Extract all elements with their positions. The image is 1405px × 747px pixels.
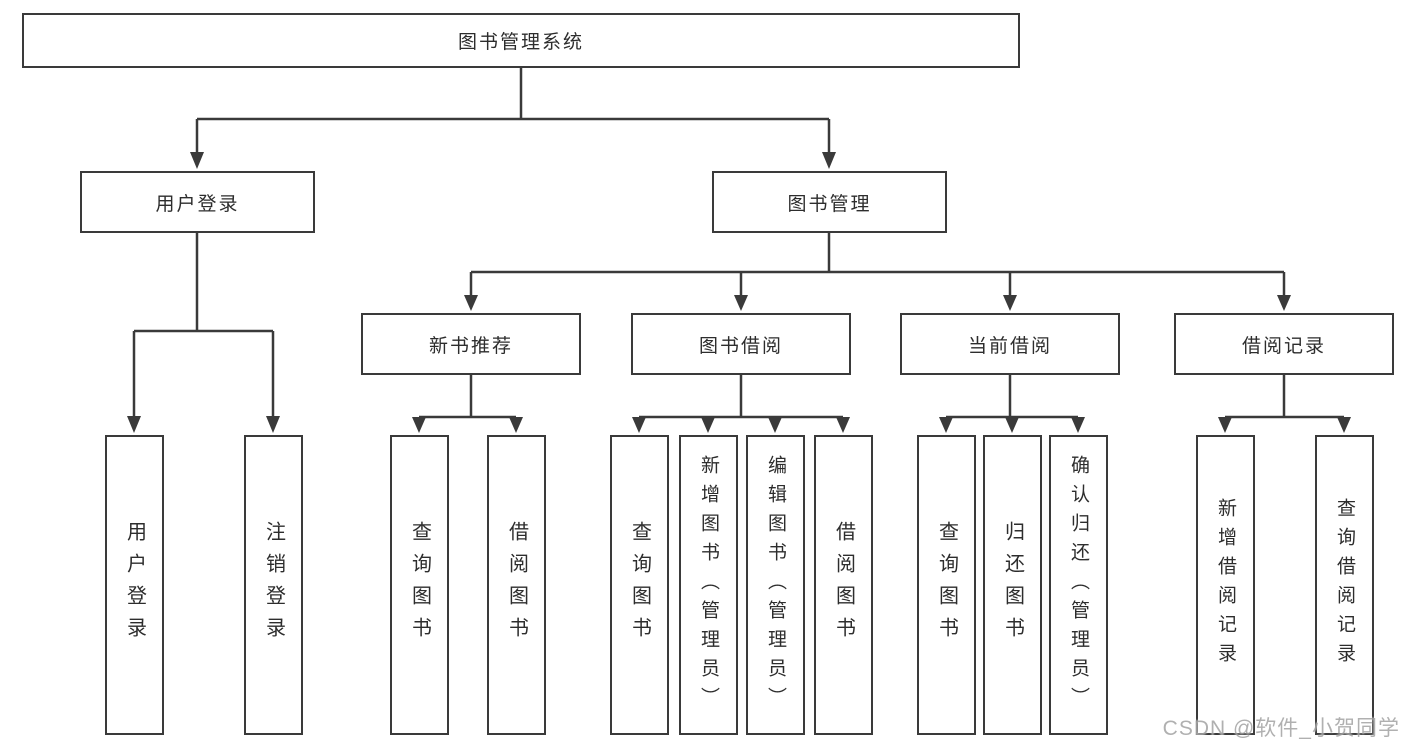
leaf-label: 借阅图书: [505, 521, 528, 649]
node-label: 借阅记录: [1241, 335, 1326, 357]
node-label: 图书借阅: [698, 335, 783, 357]
node-label: 当前借阅: [967, 335, 1052, 357]
node-book-borrowing: 图书借阅: [631, 313, 851, 375]
leaf-add-borrow-record: 新增借阅记录: [1196, 435, 1255, 735]
leaf-label: 编辑图书（管理员）: [765, 454, 786, 716]
node-label: 图书管理: [787, 193, 872, 215]
leaf-label: 确认归还（管理员）: [1068, 454, 1089, 716]
leaf-label: 用户登录: [123, 521, 146, 649]
node-root-system: 图书管理系统: [22, 13, 1020, 68]
node-book-management: 图书管理: [712, 171, 947, 233]
leaf-label: 注销登录: [262, 521, 285, 649]
leaf-label: 查询图书: [935, 521, 958, 649]
leaf-edit-books-admin: 编辑图书（管理员）: [746, 435, 805, 735]
leaf-query-books-borrowing: 查询图书: [610, 435, 669, 735]
leaf-query-books-current: 查询图书: [917, 435, 976, 735]
leaf-label: 归还图书: [1001, 521, 1024, 649]
leaf-label: 新增图书（管理员）: [698, 454, 719, 716]
leaf-query-borrow-record: 查询借阅记录: [1315, 435, 1374, 735]
leaf-label: 查询图书: [408, 521, 431, 649]
node-label: 图书管理系统: [457, 32, 584, 53]
leaf-borrow-books: 借阅图书: [814, 435, 873, 735]
leaf-confirm-return-admin: 确认归还（管理员）: [1049, 435, 1108, 735]
node-new-book-recommend: 新书推荐: [361, 313, 581, 375]
csdn-watermark: CSDN @软件_小贺同学: [1162, 717, 1400, 740]
node-borrow-records: 借阅记录: [1174, 313, 1394, 375]
leaf-return-books: 归还图书: [983, 435, 1042, 735]
leaf-query-books-recommend: 查询图书: [390, 435, 449, 735]
leaf-add-books-admin: 新增图书（管理员）: [679, 435, 738, 735]
leaf-label: 借阅图书: [832, 521, 855, 649]
leaf-label: 查询图书: [628, 521, 651, 649]
node-user-login: 用户登录: [80, 171, 315, 233]
leaf-label: 新增借阅记录: [1215, 498, 1236, 672]
leaf-label: 查询借阅记录: [1334, 498, 1355, 672]
node-current-borrowing: 当前借阅: [900, 313, 1120, 375]
node-label: 用户登录: [155, 193, 240, 215]
node-label: 新书推荐: [428, 335, 513, 357]
leaf-logout: 注销登录: [244, 435, 303, 735]
leaf-borrow-books-recommend: 借阅图书: [487, 435, 546, 735]
leaf-user-login: 用户登录: [105, 435, 164, 735]
